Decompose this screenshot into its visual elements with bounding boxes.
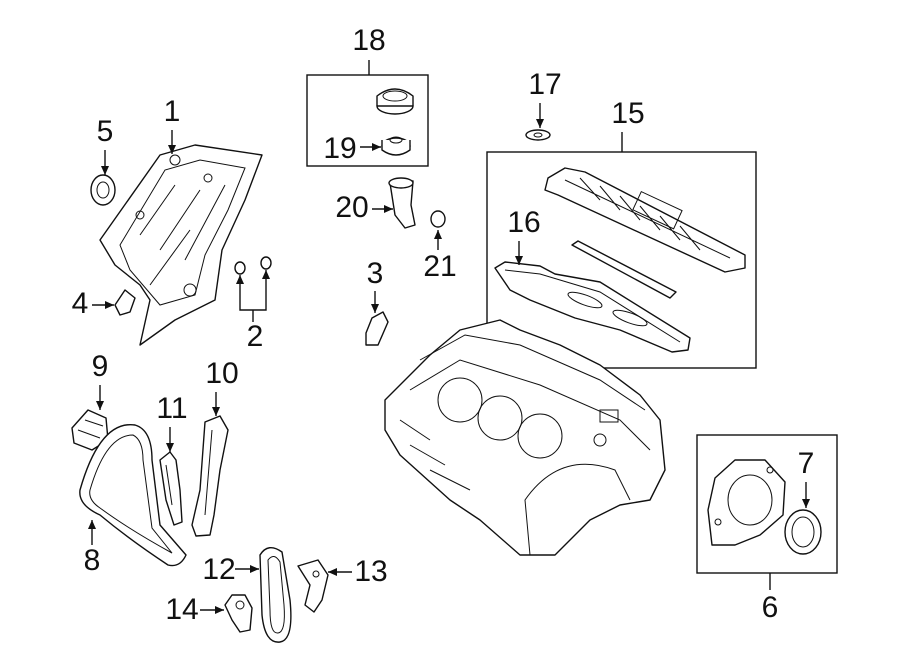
timing-cover-part[interactable] [99, 144, 263, 346]
callout-1: 1 [164, 95, 181, 128]
callout-8: 8 [84, 544, 101, 577]
callout-20: 20 [335, 191, 368, 224]
callout-15: 15 [611, 97, 644, 130]
rear-main-seal-part[interactable] [784, 509, 822, 555]
callout-11: 11 [156, 392, 187, 425]
chain-guide-part[interactable] [159, 451, 183, 526]
callout-12: 12 [202, 553, 235, 586]
callout-2: 2 [247, 320, 264, 353]
secondary-chain-part[interactable] [259, 547, 292, 643]
callout-13: 13 [354, 555, 387, 588]
callout-6: 6 [762, 591, 779, 624]
valve-cover-gasket-part[interactable] [494, 261, 691, 353]
callout-18: 18 [352, 24, 385, 57]
callout-16: 16 [507, 206, 540, 239]
neck-o-ring-part[interactable] [430, 210, 446, 228]
cover-gasket-part[interactable] [114, 289, 136, 316]
oil-cap-kit-box [306, 74, 429, 167]
front-seal-part[interactable] [90, 174, 116, 206]
secondary-guide-part[interactable] [297, 559, 329, 613]
callout-19: 19 [323, 132, 356, 165]
cover-washer-part[interactable] [525, 129, 551, 141]
callout-17: 17 [528, 68, 561, 101]
valve-cover-seal-part[interactable] [571, 240, 677, 299]
rear-seal-retainer-part[interactable] [707, 459, 786, 546]
o-ring-part[interactable] [234, 256, 272, 275]
cap-seal-part[interactable] [381, 136, 411, 156]
callout-9: 9 [92, 350, 109, 383]
tensioner-arm-part[interactable] [191, 415, 229, 537]
rear-seal-kit-box [696, 434, 838, 574]
timing-chain-part[interactable] [79, 424, 187, 567]
filler-neck-part[interactable] [388, 177, 416, 229]
callout-3: 3 [367, 257, 384, 290]
callout-21: 21 [423, 250, 456, 283]
secondary-tensioner-part[interactable] [224, 594, 253, 633]
oil-filler-cap-part[interactable] [376, 88, 414, 115]
oil-filler-tube-part[interactable] [365, 311, 389, 346]
valve-cover-part[interactable] [544, 167, 746, 273]
callout-10: 10 [205, 357, 238, 390]
callout-7: 7 [798, 447, 815, 480]
callout-4: 4 [72, 287, 89, 320]
callout-14: 14 [165, 593, 198, 626]
engine-block-part[interactable] [384, 319, 666, 556]
callout-5: 5 [97, 115, 114, 148]
